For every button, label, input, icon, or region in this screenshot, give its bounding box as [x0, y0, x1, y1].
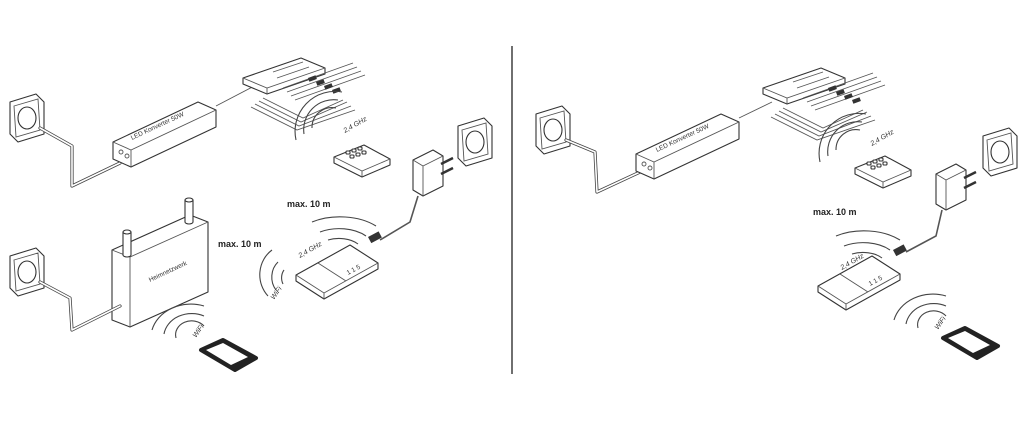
receiver-range-label: max. 10 m: [813, 207, 857, 217]
phone-wifi-icon: [893, 293, 947, 329]
router: [111, 197, 209, 328]
led-converter: [635, 113, 740, 180]
router-range-label: max. 10 m: [218, 239, 262, 249]
remote-control: [854, 155, 912, 189]
power-cable: [564, 138, 642, 194]
wall-socket: [982, 127, 1018, 177]
distributor-box: [762, 67, 886, 141]
remote-frequency-label: 2,4 GHz: [869, 129, 896, 149]
receiver-signal-icon: [311, 216, 377, 245]
receiver-wifi-icon: [259, 249, 285, 297]
receiver-frequency-label: 2,4 GHz: [297, 241, 324, 261]
adapter-cable: [379, 195, 419, 241]
receiver-signal-icon: [835, 230, 901, 259]
remote-signal-icon: [818, 112, 867, 163]
phone-wifi-icon: [151, 303, 205, 339]
left-panel: LED Konverter 50W 2,4 GHz max. 10 m 2,4 …: [9, 57, 493, 372]
remote-frequency-label: 2,4 GHz: [342, 116, 369, 136]
wall-socket: [9, 93, 45, 143]
wall-socket: [9, 247, 45, 297]
wifi-receiver: [817, 255, 901, 311]
usb-plug: [368, 231, 382, 244]
usb-plug: [892, 244, 907, 257]
wall-socket: [535, 105, 571, 155]
smartphone: [941, 326, 1000, 360]
remote-signal-icon: [294, 90, 343, 141]
power-adapter: [411, 148, 455, 198]
power-adapter: [934, 162, 978, 212]
power-cable: [38, 126, 122, 188]
led-converter: [112, 101, 217, 168]
receiver-range-label: max. 10 m: [287, 199, 331, 209]
right-panel: LED Konverter 50W 2,4 GHz max. 10 m 2,4 …: [535, 67, 1018, 360]
wall-socket: [457, 117, 493, 167]
remote-control: [333, 144, 391, 178]
adapter-cable: [905, 209, 943, 253]
phone-wifi-label: WiFi: [934, 315, 948, 331]
distributor-box: [242, 57, 366, 131]
converter-cable: [738, 101, 773, 119]
receiver-wifi-label: WiFi: [270, 285, 284, 301]
smartphone: [199, 338, 258, 372]
